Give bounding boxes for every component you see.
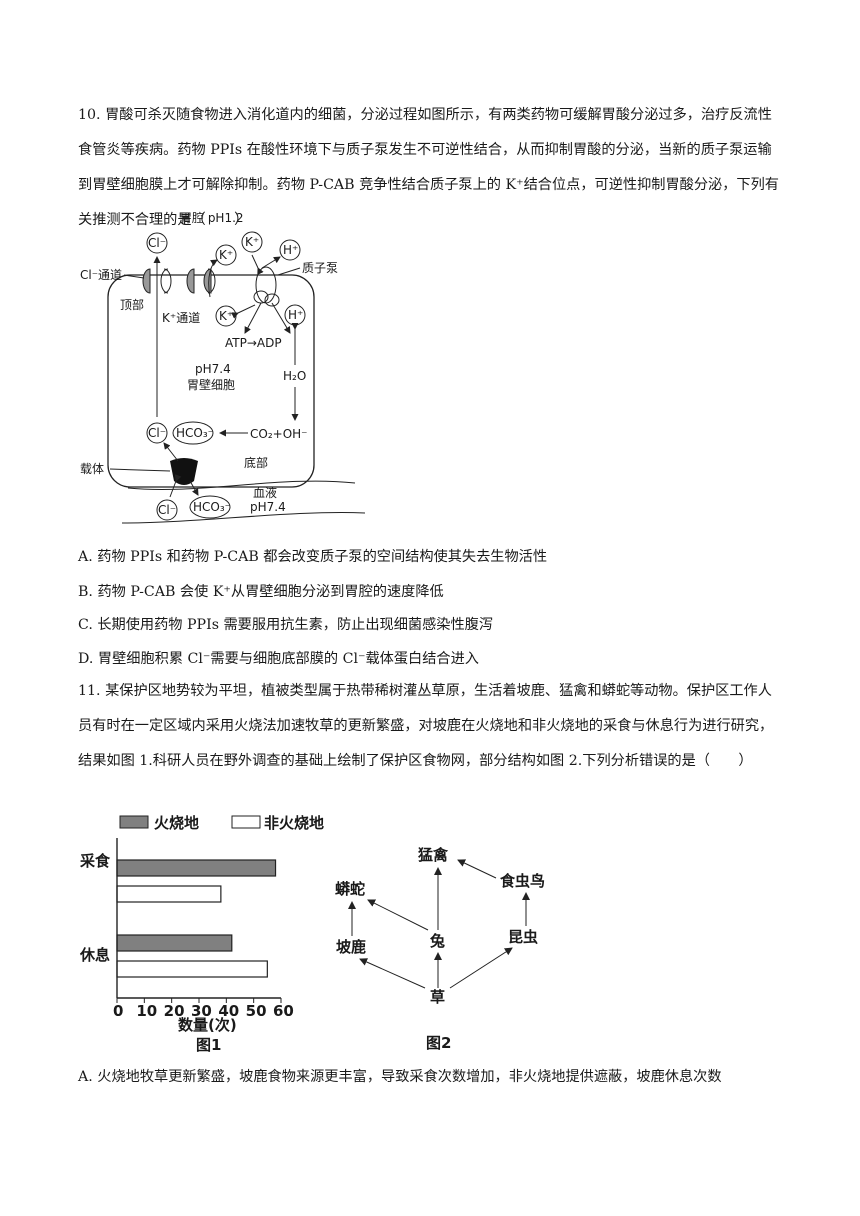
legend-burned: 火烧地 [154, 814, 199, 832]
category-resting: 休息 [79, 946, 110, 964]
bar-resting-unburned [116, 960, 268, 978]
lumen-label: 胃腔 pH1.2 [180, 210, 244, 225]
bar-feeding-burned [116, 859, 277, 877]
node-rabbit: 兔 [429, 932, 445, 950]
x-tick-label: 50 [246, 1002, 267, 1020]
h-ion-2: H⁺ [288, 308, 303, 322]
bar-resting-burned [116, 934, 233, 952]
legend-unburned: 非火烧地 [264, 814, 324, 832]
x-tick-label: 0 [113, 1002, 123, 1020]
cl-blood: Cl⁻ [158, 503, 176, 517]
x-tick-label: 10 [136, 1002, 157, 1020]
gastric-cell-diagram: 胃腔 pH1.2 Cl⁻ Cl⁻通道 顶部 K⁺通道 K⁺ K⁺ K⁺ H⁺ H… [80, 210, 366, 524]
carrier-label: 载体 [80, 462, 104, 476]
k-channel-icon [186, 268, 195, 294]
cell-name: 胃壁细胞 [187, 377, 235, 392]
k-ion-1: K⁺ [219, 248, 233, 262]
blood-ph: pH7.4 [250, 500, 286, 514]
q10-option-b: B. 药物 P-CAB 会使 K⁺从胃壁细胞分泌到胃腔的速度降低 [78, 584, 444, 600]
node-deer: 坡鹿 [336, 938, 366, 956]
question-11-stem: 11. 某保护区地势较为平坦，植被类型属于热带稀树灌丛草原，生活着坡鹿、猛禽和蟒… [78, 683, 774, 769]
food-web-diagram: 猛禽 食虫鸟 蟒蛇 兔 昆虫 坡鹿 草 图2 [335, 846, 545, 1052]
legend-swatch-unburned [231, 815, 261, 829]
blood-label: 血液 [253, 485, 277, 500]
behavior-bar-chart: 火烧地 非火烧地 采食 休息 0 10 20 30 40 50 60 数量(次) 图1 [79, 814, 324, 1054]
q11-option-a: A. 火烧地牧草更新繁盛，坡鹿食物来源更丰富，导致采食次数增加，非火烧地提供遮蔽… [78, 1069, 722, 1085]
node-python: 蟒蛇 [335, 880, 365, 898]
h-ion-1: H⁺ [283, 243, 298, 257]
q10-option-a: A. 药物 PPIs 和药物 P-CAB 都会改变质子泵的空间结构使其失去生物活… [78, 549, 548, 565]
figure-2-caption: 图2 [426, 1034, 451, 1052]
q10-option-d: D. 胃壁细胞积累 Cl⁻需要与细胞底部膜的 Cl⁻载体蛋白结合进入 [78, 651, 479, 667]
atp-adp-label: ATP→ADP [225, 336, 282, 350]
hco3-blood: HCO₃⁻ [193, 500, 231, 514]
legend-swatch-burned [119, 815, 149, 829]
q10-option-c: C. 长期使用药物 PPIs 需要服用抗生素，防止出现细菌感染性腹泻 [78, 617, 494, 633]
x-tick-label: 20 [164, 1002, 185, 1020]
k-channel-label: K⁺通道 [162, 311, 200, 325]
carrier-icon [170, 458, 198, 485]
basal-label: 底部 [244, 455, 268, 470]
k-ion-3: K⁺ [219, 309, 233, 323]
water-label: H₂O [283, 369, 306, 383]
category-feeding: 采食 [79, 852, 111, 870]
proton-pump-label: 质子泵 [302, 261, 338, 275]
apical-label: 顶部 [120, 297, 144, 312]
figure-1-caption: 图1 [196, 1036, 221, 1054]
hco3-cell: HCO₃⁻ [176, 426, 214, 440]
co2-oh-label: CO₂+OH⁻ [250, 427, 308, 441]
cl-cell: Cl⁻ [148, 426, 166, 440]
bar-feeding-unburned [116, 885, 222, 903]
question-10-stem: 10. 胃酸可杀灭随食物进入消化道内的细菌，分泌过程如图所示，有两类药物可缓解胃… [78, 107, 779, 228]
x-axis-label: 数量(次) [178, 1016, 237, 1034]
cell-ph: pH7.4 [195, 362, 231, 376]
cl-lumen: Cl⁻ [148, 236, 166, 250]
cl-channel-icon [142, 268, 151, 294]
cl-channel-label: Cl⁻通道 [80, 268, 122, 282]
x-tick-label: 40 [218, 1002, 239, 1020]
node-raptor: 猛禽 [417, 846, 449, 864]
k-ion-2: K⁺ [245, 235, 259, 249]
node-grass: 草 [430, 988, 445, 1006]
x-tick-label: 30 [191, 1002, 212, 1020]
node-insect-bird: 食虫鸟 [500, 872, 545, 890]
node-insect: 昆虫 [508, 928, 538, 946]
x-tick-label: 60 [273, 1002, 294, 1020]
